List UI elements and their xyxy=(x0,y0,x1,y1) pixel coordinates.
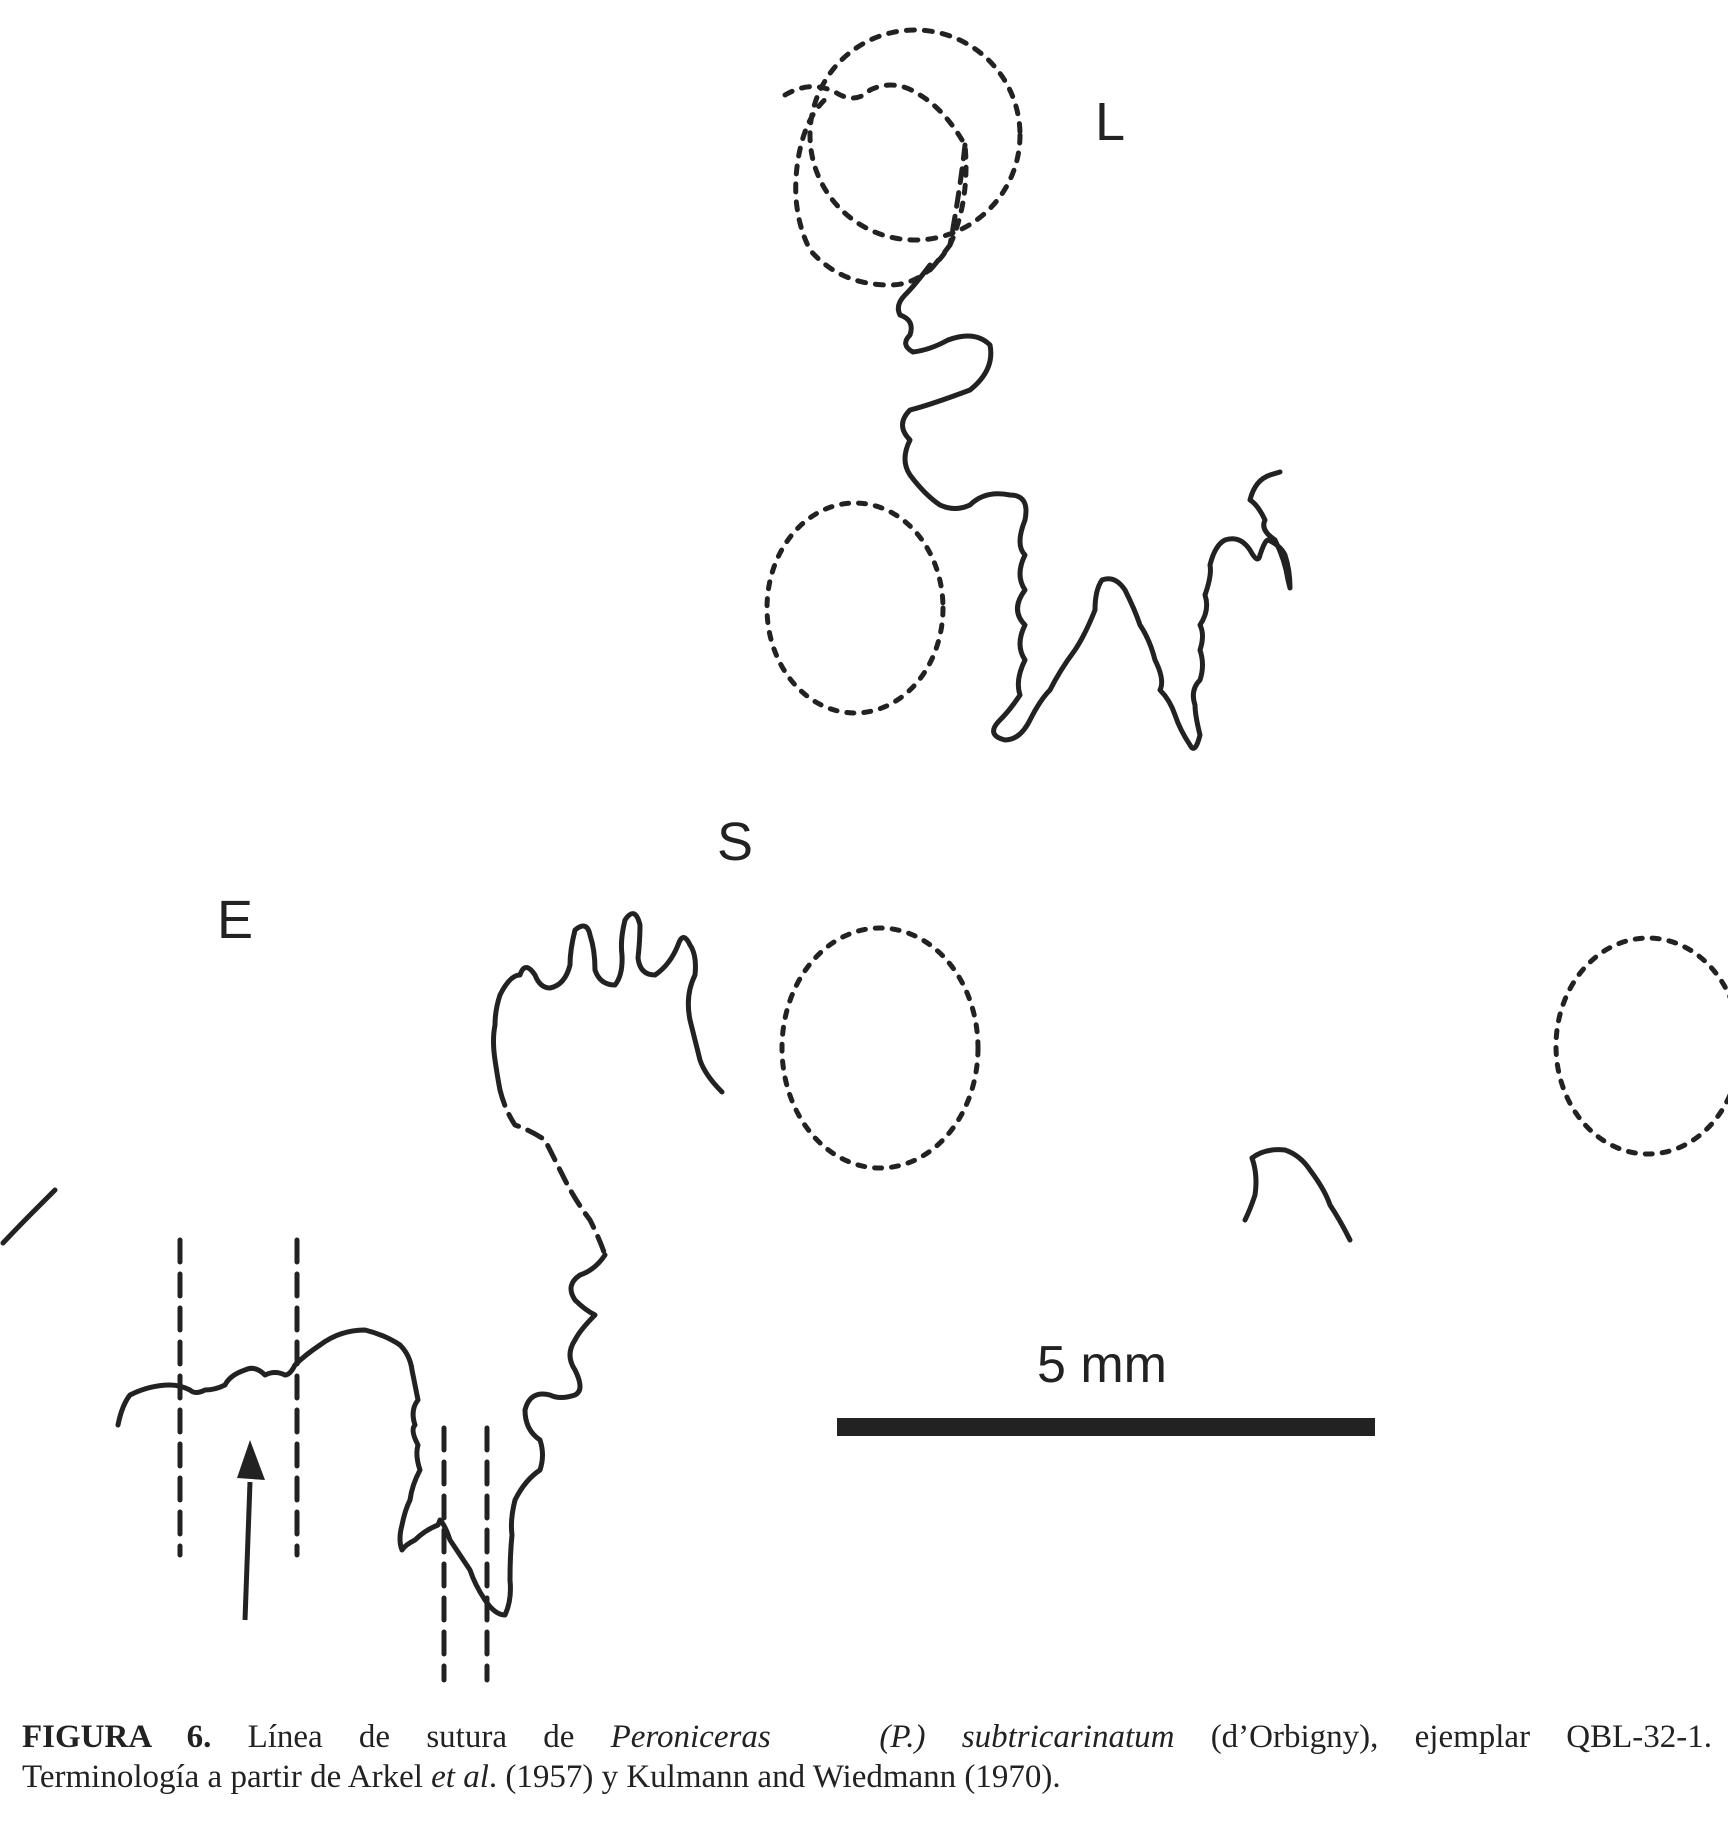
label-umbilical: S xyxy=(717,812,753,872)
saddle-outline-top-left xyxy=(782,82,969,288)
suture-line-lateral[interactable] xyxy=(895,262,1293,751)
saddle-outline-lower-center xyxy=(779,925,981,1171)
caption-text-b: (d’Orbigny), ejemplar QBL-32-1. xyxy=(1174,1719,1713,1755)
scale-bar-label: 5 mm xyxy=(1037,1336,1167,1394)
arrow-head-icon xyxy=(237,1440,265,1480)
suture-line-external[interactable] xyxy=(115,1252,608,1618)
caption-line2-a: Terminología a partir de Arkel xyxy=(22,1759,432,1795)
suture-fragment-right xyxy=(1249,1147,1353,1243)
caption-species: (P.) subtricarinatum xyxy=(879,1719,1175,1755)
saddle-outline-top-dashed xyxy=(927,142,968,273)
caption-line2-b: . (1957) y Kulmann and Wiedmann (1970). xyxy=(488,1759,1061,1795)
caption-text-a: Línea de sutura de xyxy=(211,1719,611,1755)
caption-line-2: Terminología a partir de Arkel et al. (1… xyxy=(22,1757,1712,1797)
caption-line-1: FIGURA 6. Línea de sutura de Peroniceras… xyxy=(22,1717,1712,1757)
label-lateral: L xyxy=(1095,92,1125,152)
caption-genus: Peroniceras xyxy=(610,1719,771,1755)
saddle-outline-lower-right xyxy=(1553,935,1728,1157)
suture-line-dashed-segment xyxy=(497,1087,608,1258)
label-external: E xyxy=(217,890,253,950)
suture-fragment-right-tail xyxy=(1242,1155,1259,1223)
suture-fragment-left xyxy=(0,1187,58,1246)
siphuncle-arrow xyxy=(237,1440,265,1621)
suture-line-umbilical[interactable] xyxy=(491,911,725,1095)
scale-bar xyxy=(837,1418,1375,1436)
saddle-outline-top-right xyxy=(807,27,1023,243)
caption-et-al: et al xyxy=(431,1759,489,1795)
figure-caption: FIGURA 6. Línea de sutura de Peroniceras… xyxy=(22,1717,1712,1797)
saddle-outline-middle xyxy=(764,500,946,716)
caption-figure-label: FIGURA 6. xyxy=(22,1719,212,1755)
